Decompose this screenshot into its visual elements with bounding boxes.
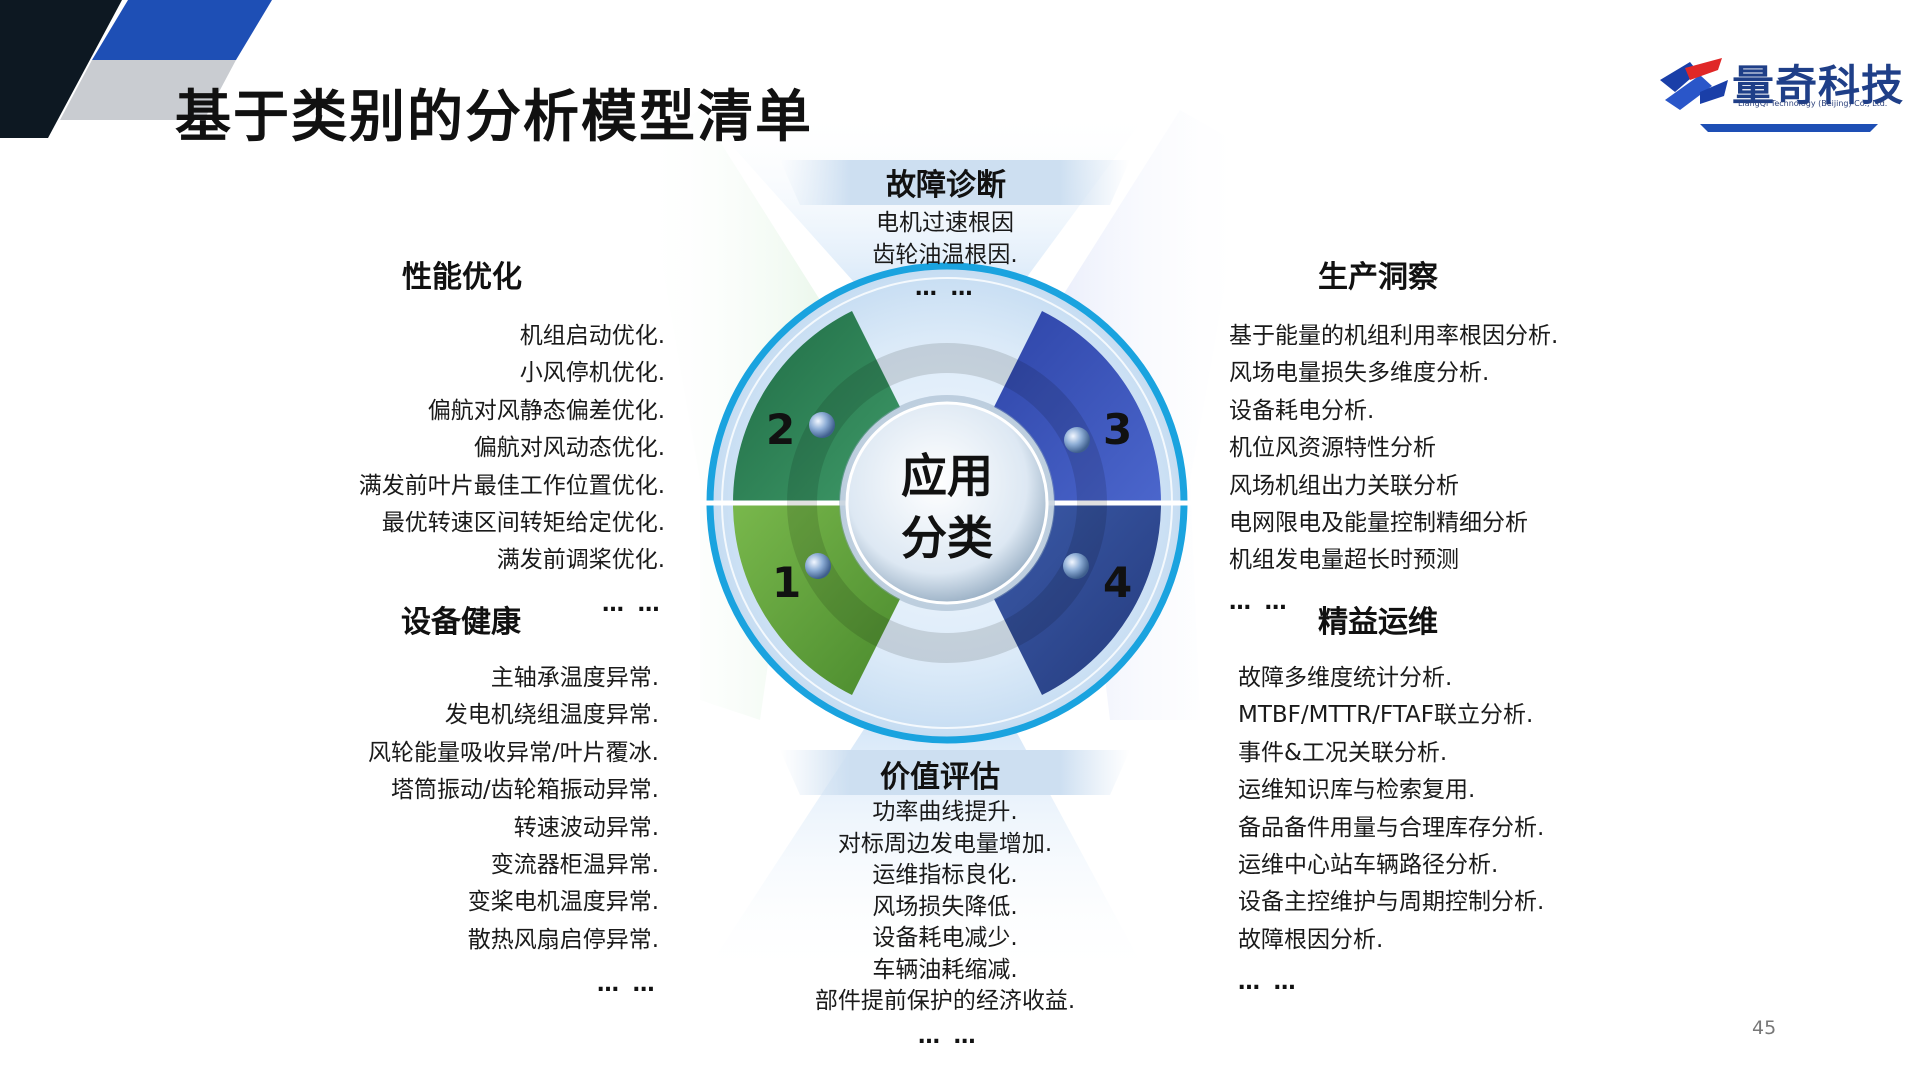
production-list: 基于能量的机组利用率根因分析. 风场电量损失多维度分析. 设备耗电分析. 机位风… [1229,318,1558,580]
list-item: 主轴承温度异常. [490,665,659,691]
list-item: 最优转速区间转矩给定优化. [381,510,665,537]
logo-mark [1660,58,1728,110]
list-item: 机组启动优化. [519,323,665,349]
list-item: 发电机绕组温度异常. [444,702,659,729]
health-list: 主轴承温度异常. 发电机绕组温度异常. 风轮能量吸收异常/叶片覆冰. 塔筒振动/… [300,660,659,959]
list-item: 满发前叶片最佳工作位置优化. [358,472,665,499]
value-more: … … [918,1024,979,1049]
fault-diagnosis-title: 故障诊断 [886,168,1006,203]
center-label-line1: 应用 [901,449,993,503]
quadrant-number-3: 3 [1103,405,1133,454]
list-item: 风场电量损失多维度分析. [1229,360,1490,387]
value-list: 功率曲线提升. 对标周边发电量增加. 运维指标良化. 风场损失降低. 设备耗电减… [770,797,1120,1018]
logo-name: 量奇科技 [1732,61,1905,110]
list-item: 事件&工况关联分析. [1238,739,1448,766]
production-more: … … [1229,590,1290,615]
performance-list: 机组启动优化. 小风停机优化. 偏航对风静态偏差优化. 偏航对风动态优化. 满发… [300,318,665,580]
core-circle [845,401,1049,605]
operations-list: 故障多维度统计分析. MTBF/MTTR/FTAF联立分析. 事件&工况关联分析… [1238,660,1544,959]
performance-title: 性能优化 [402,260,522,295]
operations-title: 精益运维 [1318,605,1438,640]
list-item: 电机过速根因 [876,210,1014,236]
list-item: 偏航对风静态偏差优化. [427,397,665,424]
health-title: 设备健康 [401,605,521,640]
list-item: 满发前调桨优化. [496,547,665,574]
band-top [780,160,1130,205]
bead-3 [1064,427,1090,453]
list-item: 运维中心站车辆路径分析. [1238,852,1499,879]
list-item: 变流器柜温异常. [490,852,659,879]
health-more: … … [597,972,658,997]
list-item: 机组发电量超长时预测 [1229,547,1459,574]
list-item: 故障多维度统计分析. [1238,665,1453,691]
bead-2 [809,412,835,438]
operations-more: … … [1238,970,1299,995]
list-item: 齿轮油温根因. [872,241,1018,268]
list-item: 运维知识库与检索复用. [1238,777,1476,804]
list-item: 对标周边发电量增加. [837,830,1053,857]
list-item: 转速波动异常. [513,814,659,841]
list-item: 塔筒振动/齿轮箱振动异常. [390,777,659,804]
list-item: 变桨电机温度异常. [467,889,659,916]
bead-4 [1063,553,1089,579]
fault-diagnosis-more: … … [915,276,976,301]
page-title: 基于类别的分析模型清单 [175,85,813,150]
list-item: 小风停机优化. [519,360,665,387]
list-item: 车辆油耗缩减. [872,956,1018,983]
bead-1 [805,553,831,579]
list-item: 机位风资源特性分析 [1229,435,1436,462]
list-item: 风场损失降低. [872,893,1018,920]
center-label-line2: 分类 [901,511,993,565]
list-item: 基于能量的机组利用率根因分析. [1229,323,1559,349]
logo-subtitle: LiangQi Technology (Beijing) Co., Ltd. [1738,99,1888,108]
segment-3 [994,311,1162,503]
quadrant-number-4: 4 [1103,558,1133,607]
list-item: 偏航对风动态优化. [473,435,665,462]
header-gray-slash [60,60,236,120]
inner-arc-band [787,343,1107,663]
list-item: 运维指标良化. [872,862,1018,888]
band-bottom [780,750,1130,795]
list-item: 备品备件用量与合理库存分析. [1238,814,1545,841]
performance-more: … … [602,592,663,617]
segment-1 [732,503,900,695]
header-blue-slash [92,0,272,60]
list-item: 设备主控维护与周期控制分析. [1238,889,1545,916]
value-title: 价值评估 [880,760,1000,795]
production-title: 生产洞察 [1318,260,1438,295]
list-item: 风场机组出力关联分析 [1229,472,1459,499]
center-label: 应用 分类 [857,445,1037,569]
quadrant-number-1: 1 [772,558,802,607]
segment-4 [994,503,1162,695]
page-number: 45 [1752,1017,1777,1039]
segment-2 [732,311,900,503]
fault-diagnosis-list: 电机过速根因 齿轮油温根因. [800,208,1090,271]
list-item: 电网限电及能量控制精细分析 [1229,510,1528,537]
list-item: 设备耗电分析. [1229,397,1375,424]
quadrant-number-2: 2 [766,405,796,454]
list-item: 功率曲线提升. [872,799,1018,825]
list-item: MTBF/MTTR/FTAF联立分析. [1238,702,1534,729]
list-item: 故障根因分析. [1238,926,1384,953]
list-item: 部件提前保护的经济收益. [814,988,1076,1014]
logo-underline [1700,124,1878,132]
list-item: 设备耗电减少. [872,925,1018,951]
list-item: 风轮能量吸收异常/叶片覆冰. [367,739,659,766]
header-dark-slash [0,0,122,138]
list-item: 散热风扇启停异常. [467,926,659,953]
